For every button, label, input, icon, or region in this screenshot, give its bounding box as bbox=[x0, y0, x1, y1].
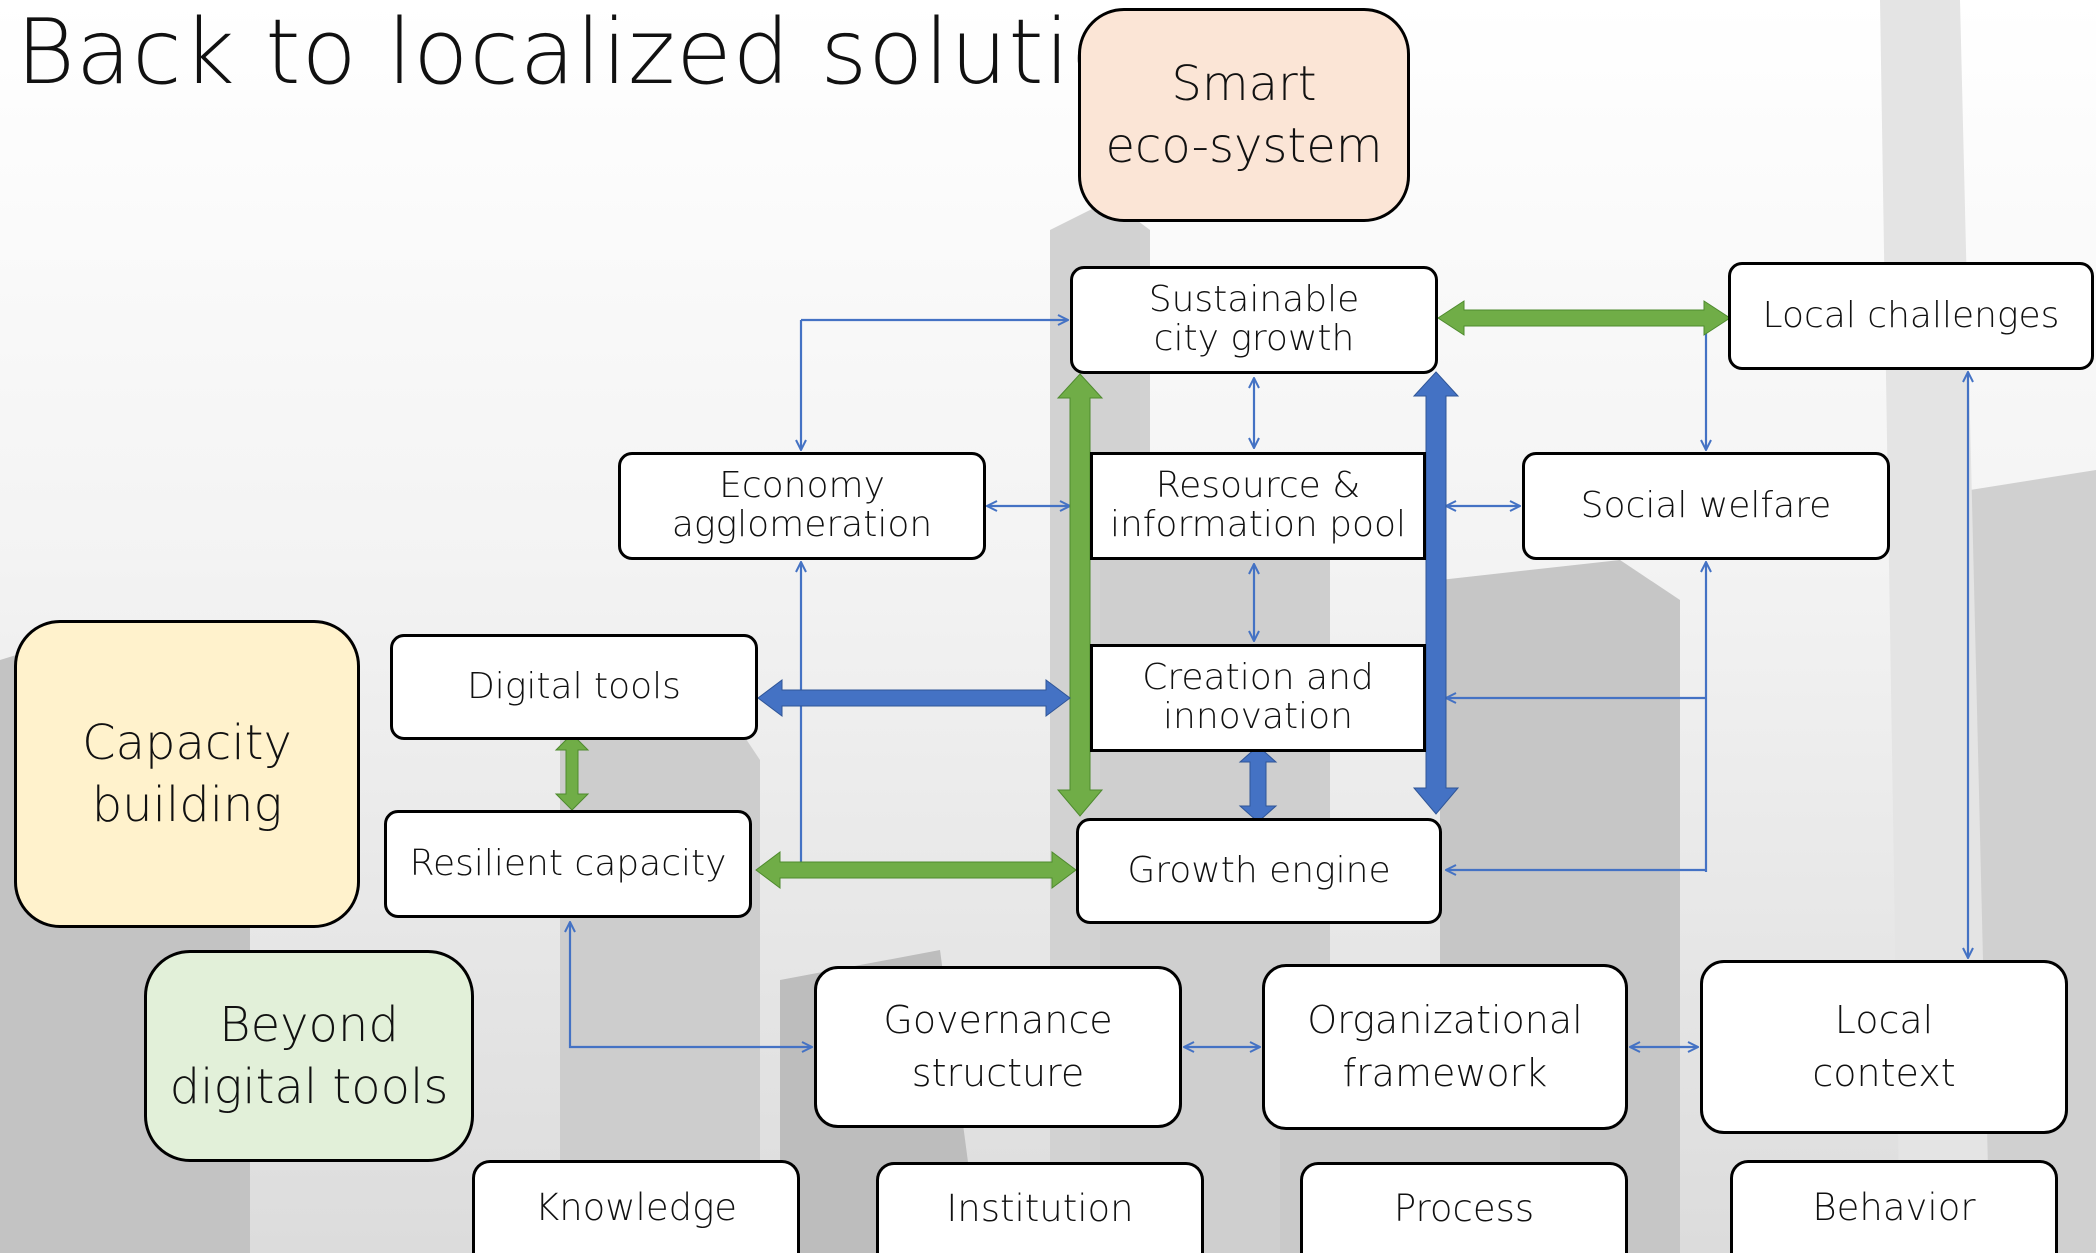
institution-box: Institution bbox=[876, 1162, 1204, 1253]
growth-engine-label: Growth engine bbox=[1127, 849, 1391, 891]
smart-eco-system-box: Smart eco-system bbox=[1078, 8, 1410, 222]
organizational-framework-box: Organizational framework bbox=[1262, 964, 1628, 1130]
digital-tools-box: Digital tools bbox=[390, 634, 758, 740]
knowledge-box: Knowledge bbox=[472, 1160, 800, 1253]
green-arrow-resilient-growth bbox=[755, 851, 1077, 889]
institution-label: Institution bbox=[946, 1187, 1134, 1231]
resource-information-pool-box: Resource & information pool bbox=[1090, 452, 1426, 560]
social-welfare-box: Social welfare bbox=[1522, 452, 1890, 560]
governance-structure-box: Governance structure bbox=[814, 966, 1182, 1128]
sustainable-city-growth-box: Sustainable city growth bbox=[1070, 266, 1438, 374]
resilient-to-governance-connector bbox=[570, 922, 812, 1047]
beyond-digital-tools-label: Beyond digital tools bbox=[169, 996, 449, 1115]
blue-arrow-sustainable-growth-vertical bbox=[1412, 371, 1460, 815]
creation-innovation-label: Creation and innovation bbox=[1142, 657, 1374, 737]
process-box: Process bbox=[1300, 1162, 1628, 1253]
smart-eco-system-label: Smart eco-system bbox=[1105, 55, 1383, 174]
blue-arrow-creation-growth bbox=[1238, 745, 1278, 823]
page-title: Back to localized solutions bbox=[16, 0, 1233, 105]
digital-tools-label: Digital tools bbox=[467, 665, 681, 707]
green-arrow-sustainable-growth-vertical bbox=[1056, 373, 1104, 817]
knowledge-label: Knowledge bbox=[534, 1186, 738, 1230]
local-context-box: Local context bbox=[1700, 960, 2068, 1134]
governance-structure-label: Governance structure bbox=[883, 997, 1113, 1095]
resilient-capacity-label: Resilient capacity bbox=[409, 842, 727, 884]
behavior-label: Behavior bbox=[1812, 1186, 1976, 1230]
local-challenges-box: Local challenges bbox=[1728, 262, 2094, 370]
blue-arrow-digital-creation bbox=[757, 679, 1071, 717]
sustainable-city-growth-label: Sustainable city growth bbox=[1148, 279, 1360, 359]
process-label: Process bbox=[1393, 1187, 1535, 1231]
green-arrow-digital-resilient bbox=[554, 733, 590, 811]
social-welfare-label: Social welfare bbox=[1580, 484, 1832, 526]
growth-engine-box: Growth engine bbox=[1076, 818, 1442, 924]
local-challenges-label: Local challenges bbox=[1762, 294, 2060, 336]
resilient-capacity-box: Resilient capacity bbox=[384, 810, 752, 918]
organizational-framework-label: Organizational framework bbox=[1307, 997, 1583, 1095]
behavior-box: Behavior bbox=[1730, 1160, 2058, 1253]
creation-innovation-box: Creation and innovation bbox=[1090, 644, 1426, 752]
capacity-building-label: Capacity building bbox=[82, 714, 292, 833]
beyond-digital-tools-box: Beyond digital tools bbox=[144, 950, 474, 1162]
capacity-building-box: Capacity building bbox=[14, 620, 360, 928]
economy-agglomeration-box: Economy agglomeration bbox=[618, 452, 986, 560]
local-context-label: Local context bbox=[1812, 997, 1956, 1095]
resource-information-pool-label: Resource & information pool bbox=[1109, 465, 1407, 545]
economy-agglomeration-label: Economy agglomeration bbox=[671, 465, 933, 545]
green-arrow-challenges-sustainable bbox=[1437, 300, 1731, 336]
